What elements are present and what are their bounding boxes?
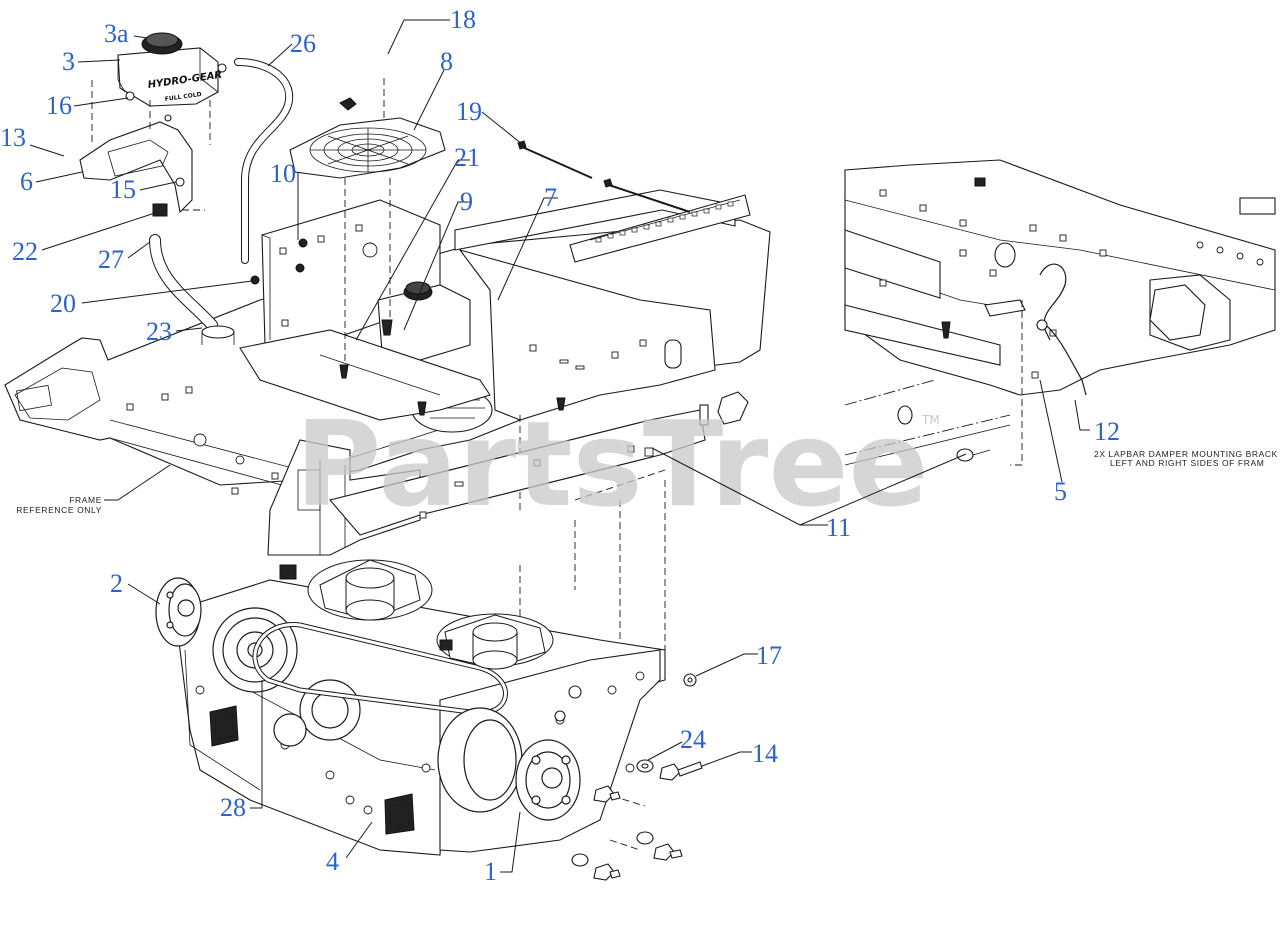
frame-note-line2: REFERENCE ONLY xyxy=(16,505,102,515)
frame-note-line1: FRAME xyxy=(69,495,102,505)
tie-straps xyxy=(517,140,691,213)
callout-24: 24 xyxy=(680,725,706,754)
callout-20: 20 xyxy=(50,289,76,318)
watermark: PartsTree TM xyxy=(295,395,940,533)
callout-1: 1 xyxy=(484,857,497,886)
lapbar-note-line1: 2X LAPBAR DAMPER MOUNTING BRACK xyxy=(1094,449,1278,459)
callouts: 3a 3 16 13 6 15 22 27 20 23 26 18 8 10 2… xyxy=(0,5,1120,886)
callout-3: 3 xyxy=(62,47,75,76)
callout-17: 17 xyxy=(756,641,782,670)
lapbar-note-line2: LEFT AND RIGHT SIDES OF FRAM xyxy=(1110,458,1264,468)
notes: FRAME REFERENCE ONLY 2X LAPBAR DAMPER MO… xyxy=(16,449,1278,515)
hardware xyxy=(250,238,703,881)
callout-12: 12 xyxy=(1094,417,1120,446)
hoses xyxy=(149,58,294,345)
callout-21: 21 xyxy=(454,143,480,172)
tank-bracket xyxy=(79,114,193,217)
callout-11: 11 xyxy=(826,513,851,542)
watermark-trademark: TM xyxy=(921,413,940,427)
callout-9: 9 xyxy=(460,187,473,216)
callout-8: 8 xyxy=(440,47,453,76)
callout-5: 5 xyxy=(1054,477,1067,506)
callout-16: 16 xyxy=(46,91,72,120)
callout-4: 4 xyxy=(326,847,339,876)
lapbar-detail-view xyxy=(844,159,1276,466)
callout-7: 7 xyxy=(544,183,557,212)
callout-6: 6 xyxy=(20,167,33,196)
watermark-text: PartsTree xyxy=(295,395,929,533)
callout-2: 2 xyxy=(110,569,123,598)
callout-22: 22 xyxy=(12,237,38,266)
callout-13: 13 xyxy=(0,123,26,152)
callout-26: 26 xyxy=(290,29,316,58)
callout-27: 27 xyxy=(98,245,124,274)
callout-18: 18 xyxy=(450,5,476,34)
leader-lines xyxy=(29,19,1090,873)
callout-10: 10 xyxy=(270,159,296,188)
main-frame-assembly xyxy=(4,189,771,505)
hydraulic-reservoir: HYDRO-GEAR FULL COLD xyxy=(117,32,227,107)
callout-23: 23 xyxy=(146,317,172,346)
callout-28: 28 xyxy=(220,793,246,822)
callout-19: 19 xyxy=(456,97,482,126)
callout-15: 15 xyxy=(110,175,136,204)
callout-14: 14 xyxy=(752,739,778,768)
callout-3a: 3a xyxy=(104,19,129,48)
fan-guard-plate xyxy=(289,97,446,179)
